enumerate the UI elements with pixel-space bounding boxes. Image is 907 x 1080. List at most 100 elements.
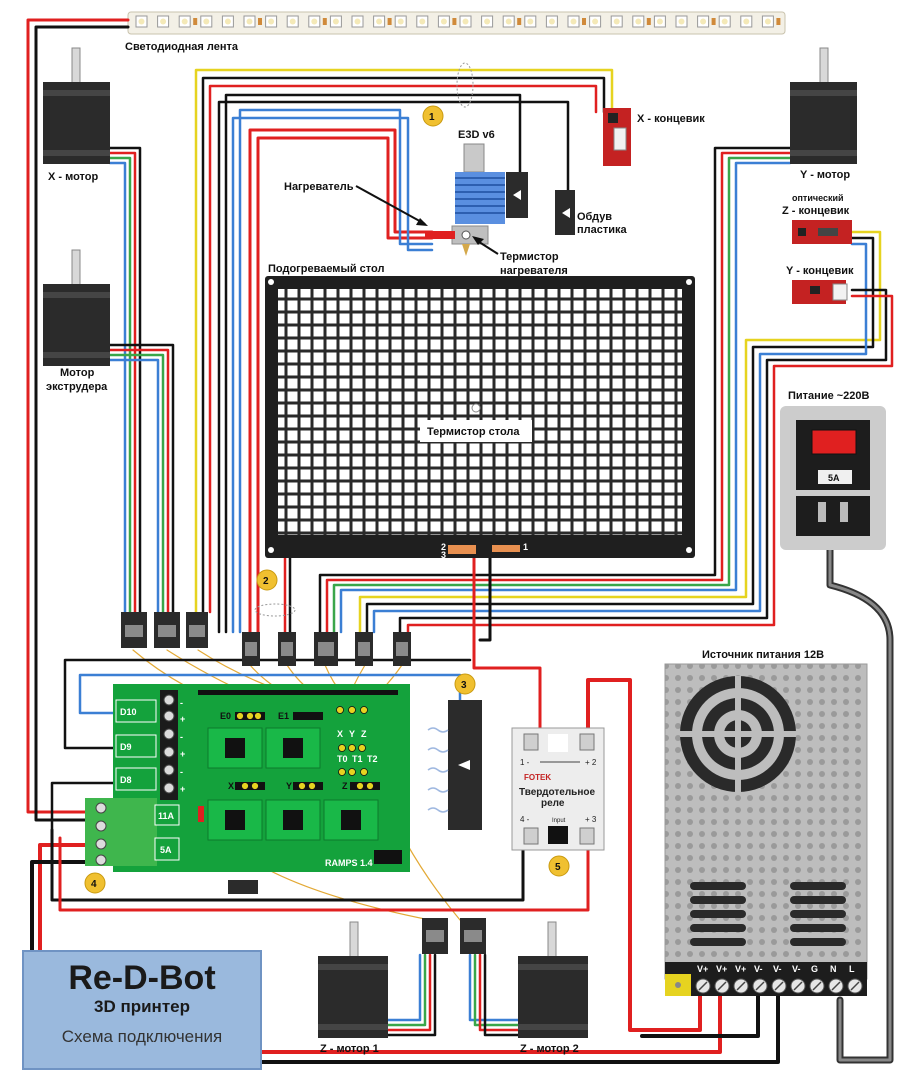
led-resistor xyxy=(582,18,586,25)
led-emitter xyxy=(635,18,642,25)
led-resistor xyxy=(452,18,457,25)
heated-bed-label: Подогреваемый стол xyxy=(268,263,384,275)
y-endstop-label: Y - концевик xyxy=(786,265,854,277)
led-emitter xyxy=(678,18,685,25)
fan-label-1: Обдув xyxy=(577,211,612,223)
ssr-terminal-1: 1 - xyxy=(520,758,530,767)
connector-headers xyxy=(121,62,486,954)
heater-thermistor-label-2: нагревателя xyxy=(500,265,568,277)
ssr-brand: FOTEK xyxy=(524,773,551,782)
z-motor-1: Z - мотор 1 xyxy=(318,921,388,1055)
psu-terminal-slot xyxy=(736,981,746,991)
x-endstop: X - концевик xyxy=(603,108,705,166)
ssr-label-2: реле xyxy=(541,798,565,809)
bed-pin-2: 2 xyxy=(441,542,446,552)
ramps-5a: 5A xyxy=(160,845,172,855)
led-emitter xyxy=(462,18,469,25)
z-endstop-label-2: Z - концевик xyxy=(782,205,850,217)
x-endstop-label: X - концевик xyxy=(637,113,705,125)
ramps-plus-1: + xyxy=(180,714,185,724)
ramps-t0: T0 xyxy=(337,754,348,764)
led-emitter xyxy=(700,18,707,25)
ramps-minus-1: - xyxy=(180,698,183,708)
y-endstop: Y - концевик xyxy=(786,265,854,304)
z-motor-2: Z - мотор 2 xyxy=(518,921,588,1055)
z-motor-1-label: Z - мотор 1 xyxy=(320,1043,379,1055)
bed-pin-3: 3 xyxy=(441,550,446,560)
led-emitter xyxy=(570,18,577,25)
led-emitter xyxy=(548,18,555,25)
extruder-motor-label-1: Мотор xyxy=(60,367,95,379)
led-emitter xyxy=(224,18,231,25)
z-endstop: оптический Z - концевик xyxy=(782,193,852,244)
y-motor: Y - мотор xyxy=(790,47,857,181)
led-emitter xyxy=(527,18,534,25)
heatsink xyxy=(455,172,505,224)
ramps-d10: D10 xyxy=(120,707,137,717)
heated-bed: Подогреваемый стол Термистор стола 2 3 1 xyxy=(265,263,695,560)
heater-thermistor-label-1: Термистор xyxy=(500,251,559,263)
psu-terminal-slot xyxy=(755,981,765,991)
led-resistor xyxy=(711,18,716,25)
psu-terminal-label: V- xyxy=(773,964,782,974)
led-resistor xyxy=(646,18,651,25)
led-emitter xyxy=(181,18,188,25)
ramps-minus-2: - xyxy=(180,732,183,742)
extruder-motor: Мотор экструдера xyxy=(43,249,110,393)
extruder-motor-label-2: экструдера xyxy=(46,381,108,393)
led-emitter xyxy=(613,18,620,25)
led-resistor xyxy=(193,18,198,25)
marker-1: 1 xyxy=(429,112,435,123)
led-emitter xyxy=(440,18,447,25)
fuse-label: 5A xyxy=(828,473,840,483)
ramps-plus-2: + xyxy=(180,749,185,759)
ramps-name: RAMPS 1.4 xyxy=(325,858,373,868)
ramps-d9: D9 xyxy=(120,742,132,752)
ramps-board: D10 D9 D8 - + - + - + 11A 5A xyxy=(85,684,410,872)
hotend: E3D v6 Нагреватель Термистор нагревателя xyxy=(284,129,568,277)
led-resistor xyxy=(517,18,522,25)
led-emitter xyxy=(505,18,512,25)
marker-2: 2 xyxy=(263,576,269,587)
psu-terminal-slot xyxy=(831,981,841,991)
ssr-input: Input xyxy=(552,818,566,824)
led-emitter xyxy=(764,18,771,25)
ramps-axis-z: Z xyxy=(361,729,367,739)
led-emitter xyxy=(268,18,275,25)
z-endstop-label-1: оптический xyxy=(792,193,844,203)
ramps-minus-3: - xyxy=(180,767,183,777)
led-emitter xyxy=(246,18,253,25)
ssr-terminal-2: + 2 xyxy=(585,758,597,767)
led-emitter xyxy=(138,18,145,25)
number-markers: 1 2 3 4 5 xyxy=(84,105,570,894)
ssr-label-1: Твердотельное xyxy=(519,787,595,798)
bed-pin-1: 1 xyxy=(523,542,528,552)
ramps-11a: 11A xyxy=(158,811,175,821)
solid-state-relay: 1 - + 2 FOTEK Твердотельное реле 4 - Inp… xyxy=(511,727,605,851)
diagram-caption: Схема подключения xyxy=(61,1027,223,1046)
psu-terminal-label: V+ xyxy=(716,964,727,974)
led-emitter xyxy=(160,18,167,25)
marker-3: 3 xyxy=(461,680,467,691)
stepper-drivers xyxy=(207,727,379,841)
ssr-terminal-4: 4 - xyxy=(520,815,530,824)
led-emitter xyxy=(721,18,728,25)
led-emitter xyxy=(419,18,426,25)
wires xyxy=(26,18,894,1064)
hotend-label: E3D v6 xyxy=(458,129,495,141)
psu-terminal-label: V- xyxy=(754,964,763,974)
psu-label: Источник питания 12В xyxy=(702,649,824,661)
psu-terminal-label: V- xyxy=(792,964,801,974)
z-motor-2-label: Z - мотор 2 xyxy=(520,1043,579,1055)
title-box: Re-D-Bot 3D принтер Схема подключения xyxy=(22,950,262,1070)
psu-terminal-label: N xyxy=(830,964,837,974)
led-emitter xyxy=(311,18,318,25)
led-emitter xyxy=(397,18,404,25)
led-resistor xyxy=(322,18,327,25)
led-emitter xyxy=(592,18,599,25)
led-emitter xyxy=(332,18,339,25)
psu-terminal-slot xyxy=(717,981,727,991)
led-resistor xyxy=(258,18,262,25)
psu-terminal-slot xyxy=(850,981,860,991)
fan-label-2: пластика xyxy=(577,224,628,236)
